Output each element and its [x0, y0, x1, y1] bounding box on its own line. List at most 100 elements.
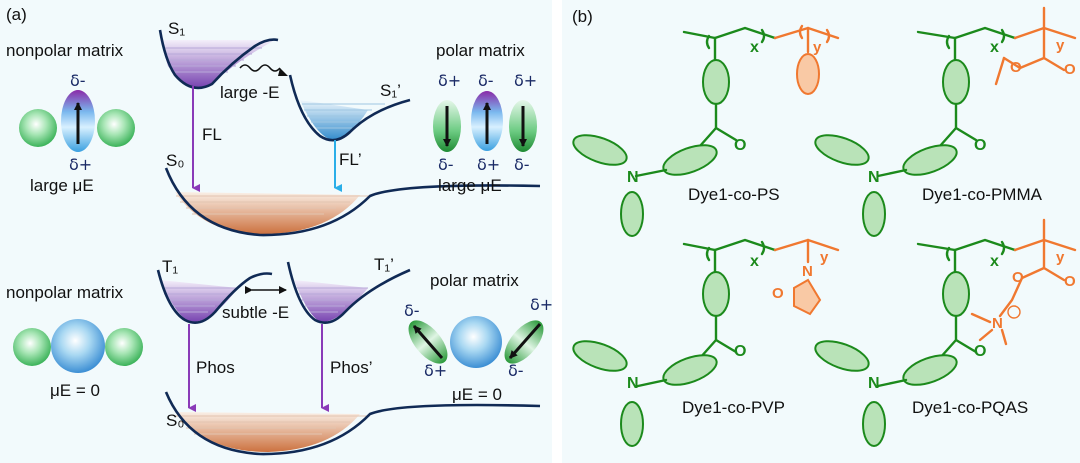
- pqas-positive-charge: [1007, 305, 1021, 319]
- pmma-dye-o: O: [974, 137, 986, 154]
- pvp-carbonyl-o: O: [772, 285, 784, 302]
- bottom-transfer-label: subtle -E: [222, 303, 289, 322]
- pvp-amine-ring-1: [572, 340, 628, 372]
- pmma-nitrogen: N: [868, 169, 880, 186]
- pqas-phenyl-ring: [942, 271, 970, 317]
- polar-bottom-charge-1: δ-: [438, 155, 454, 174]
- pmma-y: y: [1056, 37, 1065, 54]
- s0-top-potential-curve: [164, 167, 541, 237]
- ps-styrene-ring: [796, 53, 820, 95]
- t1p-label: T₁’: [374, 255, 394, 274]
- t-polar-chromophore: [450, 316, 502, 368]
- ps-amine-ring-1: [572, 134, 628, 166]
- panel-a: (a) nonpolar matrix polar matrix δ- δ+ l…: [6, 5, 553, 456]
- bottom-section: nonpolar matrix polar matrix μE = 0 T₁ s…: [6, 255, 553, 456]
- phos-label: Phos: [196, 358, 235, 377]
- top-right-title: polar matrix: [436, 41, 525, 60]
- t-polar-bottom-charge-1: δ+: [424, 361, 447, 380]
- s0-bottom-label: S₀: [166, 411, 184, 430]
- s0-top-well-fill: [175, 192, 360, 235]
- polymer-name-2: Dye1-co-PMMA: [922, 185, 1043, 204]
- polymer-ps: x y O N Dye1-co-PS: [572, 24, 840, 237]
- ps-amine-ring-2: [620, 191, 644, 237]
- t1p-levels: [296, 287, 368, 313]
- mu-zero-right: μE = 0: [452, 385, 502, 404]
- pqas-ester-o: O: [1012, 269, 1024, 286]
- ps-carbonyl-o: O: [734, 137, 746, 154]
- pvp-dye-o: O: [734, 343, 746, 360]
- flp-label: FL’: [339, 150, 362, 169]
- ps-x: x: [750, 39, 759, 56]
- s1-potential-curve: [158, 29, 279, 90]
- pvp-x: x: [750, 253, 759, 270]
- t1p-potential-curve: [286, 261, 411, 324]
- t-polar-top-charge-2: δ+: [530, 295, 553, 314]
- pvp-y: y: [820, 249, 829, 266]
- panel-a-label: (a): [6, 5, 27, 24]
- panel-b-background: [562, 0, 1080, 463]
- relaxation-wavy-arrow: [239, 64, 281, 72]
- pqas-amine-ring-2: [862, 401, 886, 447]
- fl-label: FL: [202, 125, 222, 144]
- top-section: nonpolar matrix polar matrix δ- δ+ large…: [6, 19, 541, 237]
- pqas-carbonyl-o: O: [1064, 273, 1076, 290]
- polymer-name-1: Dye1-co-PS: [688, 185, 780, 204]
- top-left-title: nonpolar matrix: [6, 41, 124, 60]
- ps-y: y: [813, 39, 822, 56]
- dipole-bottom-charge: δ+: [69, 155, 92, 174]
- pqas-amine-ring-1: [814, 340, 870, 372]
- polymer-name-3: Dye1-co-PVP: [682, 398, 785, 417]
- polar-bottom-charge-2: δ+: [477, 155, 500, 174]
- s1p-levels: [302, 103, 385, 129]
- panel-b: (b) x y O N Dye1-co-PS: [572, 6, 1077, 447]
- pqas-dye-o: O: [974, 343, 986, 360]
- bottom-right-title: polar matrix: [430, 271, 519, 290]
- pvp-pyrrolidone-ring: [793, 278, 822, 316]
- t1-label: T₁: [162, 257, 178, 276]
- t-polar-dipole-2-arrow: [508, 323, 542, 359]
- pvp-amine-ring-2: [620, 401, 644, 447]
- pvp-phenyl-ring: [702, 271, 730, 317]
- polymer-pmma: x y O O O N Dye1-co-PMMA: [814, 6, 1077, 237]
- polar-bottom-charge-3: δ-: [514, 155, 530, 174]
- phosp-label: Phos’: [330, 358, 373, 377]
- ps-nitrogen: N: [627, 169, 639, 186]
- pqas-ammonium-n: N: [992, 315, 1003, 332]
- mu-large-right: large μE: [438, 176, 502, 195]
- pqas-x: x: [990, 253, 999, 270]
- panel-b-label: (b): [572, 7, 593, 26]
- t1-levels: [162, 287, 238, 313]
- pqas-y: y: [1056, 249, 1065, 266]
- s0-top-label: S₀: [166, 151, 184, 170]
- polymer-pvp: x N y O O N Dye1-co-PVP: [572, 238, 840, 447]
- s1-label: S₁: [168, 19, 185, 38]
- polar-top-charge-2: δ-: [478, 71, 494, 90]
- top-transfer-label: large -E: [220, 83, 280, 102]
- ps-phenyl-ring: [702, 59, 730, 105]
- t-polar-dipole-1-arrow: [412, 325, 444, 359]
- pmma-amine-ring-2: [862, 191, 886, 237]
- polymer-pqas: x y O O N O N Dye1-co-PQAS: [814, 218, 1077, 447]
- dipole-top-charge: δ-: [70, 71, 86, 90]
- s0-bottom-levels: [176, 415, 370, 435]
- t-polar-bottom-charge-2: δ-: [508, 361, 524, 380]
- pmma-carbonyl-o: O: [1064, 61, 1076, 78]
- relaxation-arrowhead: [278, 68, 288, 76]
- mu-large-left: large μE: [30, 176, 94, 195]
- pvp-amine-n: N: [627, 375, 639, 392]
- t-chromophore: [51, 319, 105, 373]
- t-matrix-right: [105, 328, 143, 366]
- polar-top-charge-1: δ+: [438, 71, 461, 90]
- mu-zero-left: μE = 0: [50, 381, 100, 400]
- pqas-amine-n: N: [868, 375, 880, 392]
- pmma-phenyl-ring: [942, 59, 970, 105]
- s1-levels: [165, 47, 262, 73]
- polymer-name-4: Dye1-co-PQAS: [912, 398, 1028, 417]
- s1p-label: S₁’: [380, 81, 401, 100]
- t-matrix-left: [13, 328, 51, 366]
- matrix-molecule-right: [97, 109, 135, 147]
- t-polar-top-charge-1: δ-: [404, 301, 420, 320]
- matrix-molecule-left: [19, 109, 57, 147]
- s0-top-levels: [176, 195, 370, 215]
